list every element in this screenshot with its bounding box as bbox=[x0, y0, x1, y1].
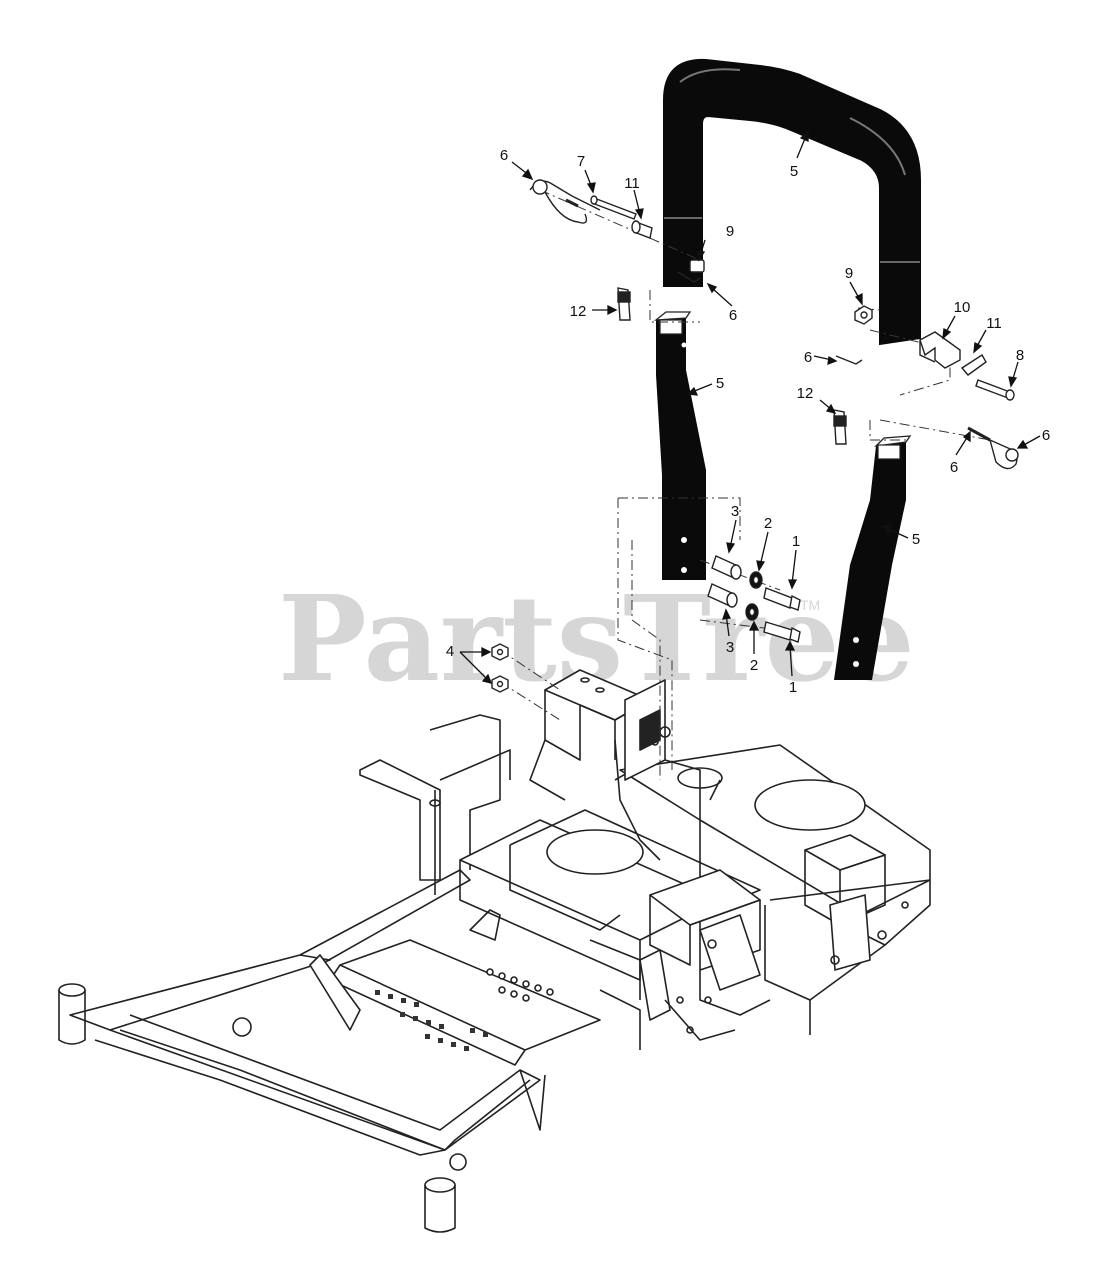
leader-arrows bbox=[459, 130, 1041, 684]
callout-2: 2 bbox=[750, 657, 758, 674]
callout-6: 6 bbox=[950, 459, 958, 476]
callout-4: 4 bbox=[446, 643, 454, 660]
rops-left-lower-tube bbox=[653, 311, 706, 580]
callout-1: 1 bbox=[792, 533, 800, 550]
callout-7: 7 bbox=[577, 153, 585, 170]
hardware-parts bbox=[491, 179, 1019, 780]
callout-5: 5 bbox=[716, 375, 724, 392]
callout-6: 6 bbox=[500, 147, 508, 164]
callout-3: 3 bbox=[731, 503, 739, 520]
callout-6: 6 bbox=[729, 307, 737, 324]
callout-6: 6 bbox=[1042, 427, 1050, 444]
callout-12: 12 bbox=[797, 385, 814, 402]
callout-12: 12 bbox=[570, 303, 587, 320]
callout-labels: 6 7 11 5 9 12 6 5 9 10 11 6 8 12 6 6 5 3… bbox=[446, 147, 1050, 696]
callout-11: 11 bbox=[624, 175, 640, 192]
callout-11: 11 bbox=[986, 315, 1002, 332]
watermark-trademark: TM bbox=[800, 597, 820, 613]
callout-6: 6 bbox=[804, 349, 812, 366]
rops-upper-hoop bbox=[663, 58, 921, 346]
callout-1: 1 bbox=[789, 679, 797, 696]
callout-9: 9 bbox=[726, 223, 734, 240]
callout-9: 9 bbox=[845, 265, 853, 282]
callout-5: 5 bbox=[912, 531, 920, 548]
callout-2: 2 bbox=[764, 515, 772, 532]
callout-8: 8 bbox=[1016, 347, 1024, 364]
callout-3: 3 bbox=[726, 639, 734, 656]
mower-frame bbox=[58, 669, 931, 1233]
rops-right-lower-tube bbox=[834, 435, 912, 680]
callout-5: 5 bbox=[790, 163, 798, 180]
callout-10: 10 bbox=[954, 299, 971, 316]
